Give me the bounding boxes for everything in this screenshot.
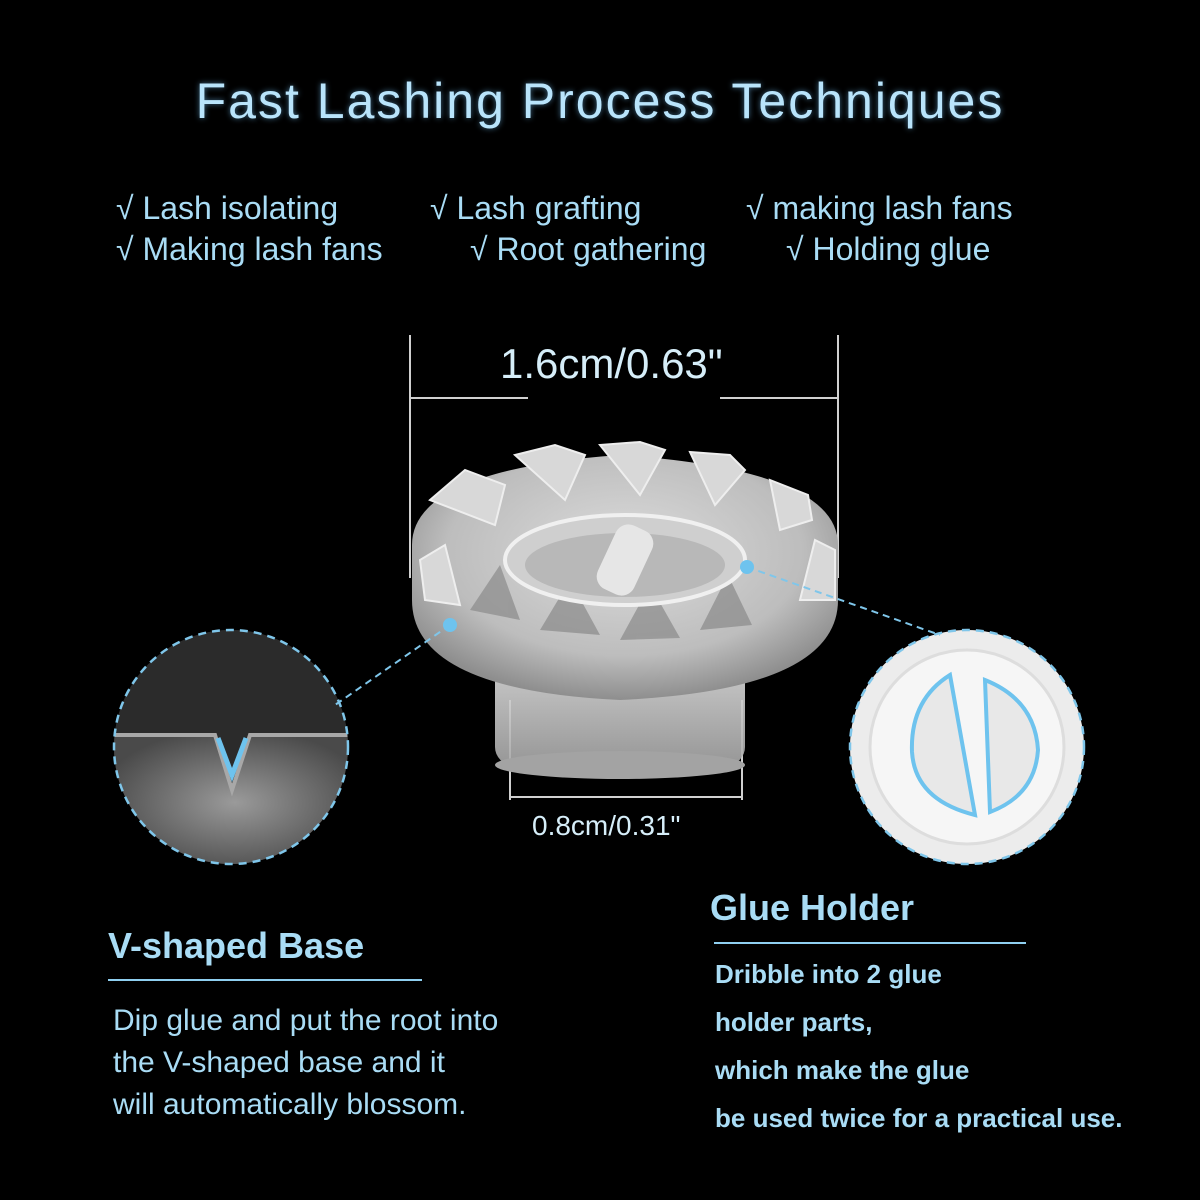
v-base-line: Dip glue and put the root into xyxy=(113,1004,499,1037)
feature-lash-grafting: √ Lash grafting xyxy=(430,190,642,226)
glue-holder-line: be used twice for a practical use. xyxy=(715,1103,1123,1133)
glue-holder-zoom-circle xyxy=(848,628,1086,866)
v-base-line: will automatically blossom. xyxy=(113,1088,467,1121)
top-width-label: 1.6cm/0.63" xyxy=(500,340,723,387)
feature-lash-isolating: √ Lash isolating xyxy=(116,190,339,226)
v-base-line: the V-shaped base and it xyxy=(113,1046,445,1079)
feature-holding-glue: √ Holding glue xyxy=(786,231,991,267)
v-base-heading: V-shaped Base xyxy=(108,925,365,966)
v-base-zoom-circle xyxy=(112,628,350,866)
glue-cup-image xyxy=(412,440,838,779)
feature-root-gathering: √ Root gathering xyxy=(470,231,707,267)
page-title: Fast Lashing Process Techniques xyxy=(195,73,1005,129)
bottom-width-label: 0.8cm/0.31" xyxy=(532,810,681,841)
v-base-description: Dip glue and put the root into the V-sha… xyxy=(113,1000,498,1126)
glue-holder-description: Dribble into 2 glue holder parts, which … xyxy=(715,950,1122,1142)
glue-holder-line: holder parts, xyxy=(715,1007,873,1037)
glue-holder-heading: Glue Holder xyxy=(710,887,915,928)
feature-making-lash-fans-2: √ Making lash fans xyxy=(116,231,383,267)
feature-making-lash-fans: √ making lash fans xyxy=(746,190,1013,226)
callout-connectors xyxy=(334,560,941,706)
glue-holder-line: Dribble into 2 glue xyxy=(715,959,942,989)
glue-holder-line: which make the glue xyxy=(715,1055,970,1085)
